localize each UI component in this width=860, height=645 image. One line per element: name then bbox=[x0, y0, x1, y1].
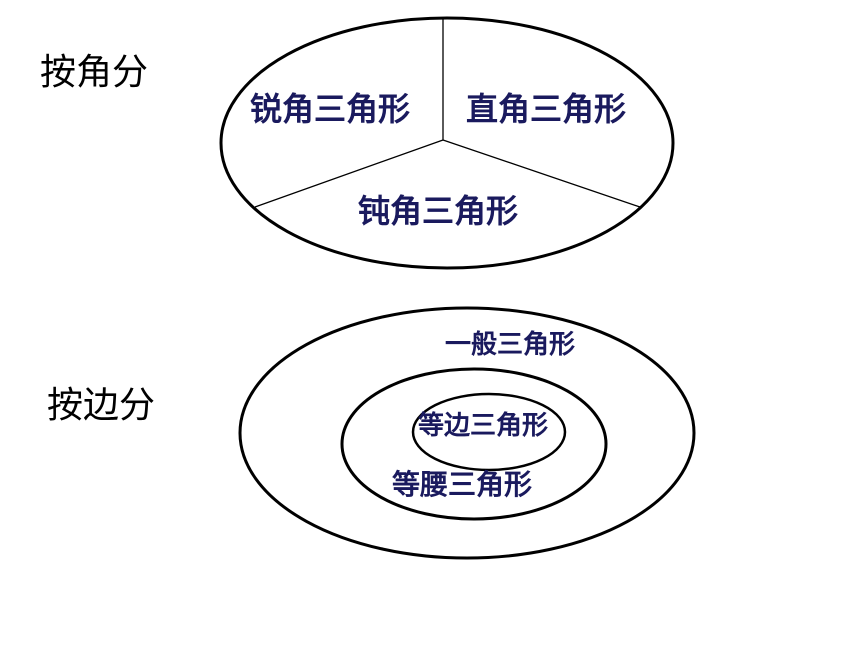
by-angle-heading: 按角分 bbox=[40, 52, 148, 93]
by-side-group: 按边分 一般三角形 等边三角形 等腰三角形 bbox=[47, 306, 696, 560]
isosceles-triangle-ellipse bbox=[340, 367, 608, 521]
equilateral-triangle-label: 等边三角形 bbox=[418, 410, 548, 441]
acute-triangle-label: 锐角三角形 bbox=[250, 90, 410, 128]
equilateral-triangle-ellipse bbox=[411, 392, 567, 472]
right-triangle-label: 直角三角形 bbox=[466, 90, 626, 128]
by-angle-ellipse bbox=[219, 16, 675, 270]
general-triangle-ellipse bbox=[238, 306, 696, 560]
isosceles-triangle-label: 等腰三角形 bbox=[392, 468, 532, 501]
obtuse-triangle-label: 钝角三角形 bbox=[358, 192, 518, 230]
by-side-heading: 按边分 bbox=[47, 385, 155, 426]
by-angle-group: 按角分 锐角三角形 直角三角形 钝角三角形 bbox=[40, 16, 675, 270]
divider-lower-left bbox=[254, 139, 444, 208]
general-triangle-label: 一般三角形 bbox=[445, 329, 575, 360]
divider-lower-right bbox=[442, 139, 641, 208]
